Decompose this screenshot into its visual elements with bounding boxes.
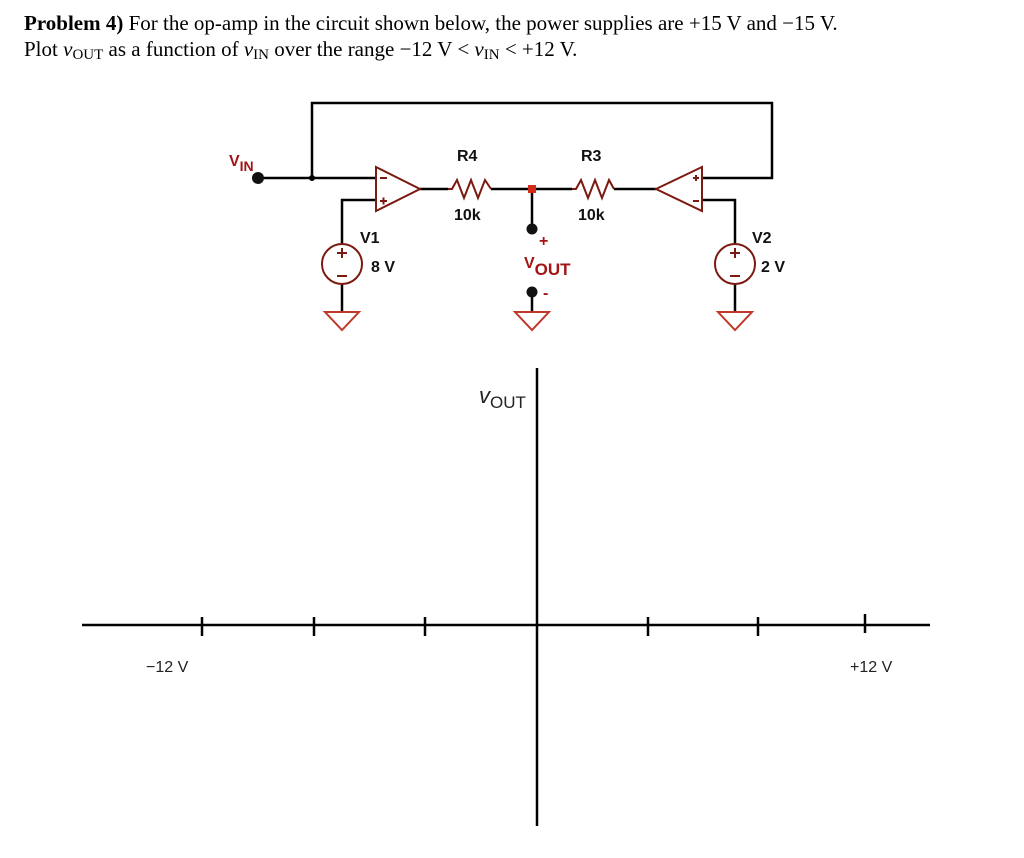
vin-label: VIN xyxy=(229,153,254,174)
problem-number: Problem 4) xyxy=(24,11,124,35)
v1-name: V1 xyxy=(360,230,380,247)
vin-terminal xyxy=(252,172,264,184)
resistor-r4 xyxy=(448,177,492,201)
v2-value: 2 V xyxy=(761,259,785,276)
r3-value: 10k xyxy=(578,207,605,224)
r4-value: 10k xyxy=(454,207,481,224)
ground-icon xyxy=(715,311,755,332)
opamp-1 xyxy=(375,165,423,213)
problem-line-2: Plot vOUT as a function of vIN over the … xyxy=(24,37,578,63)
v2-name: V2 xyxy=(752,230,772,247)
vout-plus-sign: + xyxy=(539,233,548,250)
output-node-marker xyxy=(528,185,536,193)
ground-icon xyxy=(512,311,552,332)
x-tick-label-left: −12 V xyxy=(146,659,189,676)
vout-minus-sign: - xyxy=(543,285,548,302)
plot-axes xyxy=(82,368,930,826)
vout-minus-terminal xyxy=(526,286,538,298)
resistor-r3 xyxy=(572,177,615,201)
ground-icon xyxy=(322,311,362,332)
y-axis-label: vOUT xyxy=(479,383,526,412)
r3-name: R3 xyxy=(581,148,602,165)
voltage-source-v1 xyxy=(321,243,363,285)
x-tick-label-right: +12 V xyxy=(850,659,893,676)
vout-plus-terminal xyxy=(526,223,538,235)
voltage-source-v2 xyxy=(714,243,756,285)
problem-statement: Problem 4) For the op-amp in the circuit… xyxy=(24,10,1014,68)
r4-name: R4 xyxy=(457,148,478,165)
vout-label: VOUT xyxy=(524,255,571,279)
opamp-2 xyxy=(653,165,703,213)
v1-value: 8 V xyxy=(371,259,395,276)
junction-dot xyxy=(309,175,315,181)
problem-line-1: Problem 4) For the op-amp in the circuit… xyxy=(24,11,838,35)
